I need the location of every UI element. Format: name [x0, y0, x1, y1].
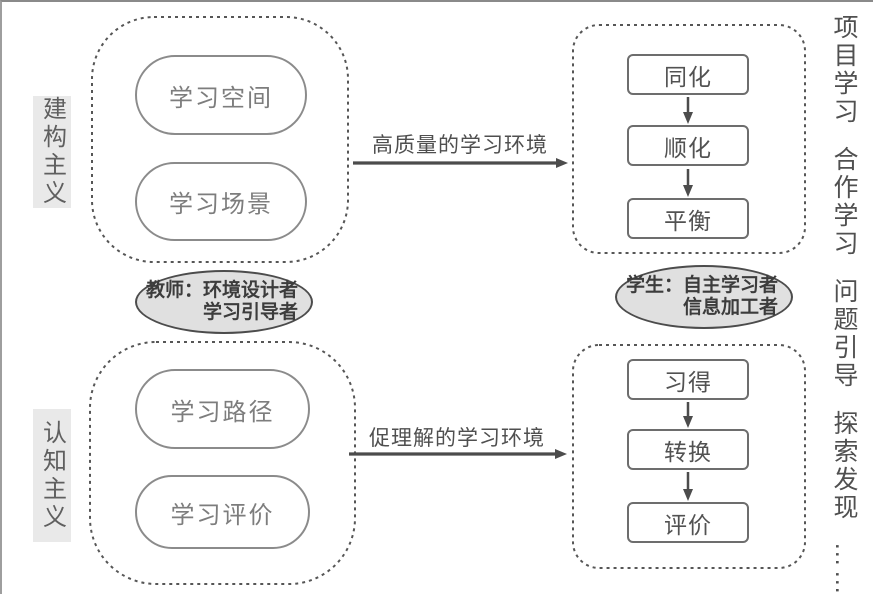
- learning-methods-sidebar: 项目学习 合作学习 问题引导 探索发现 ……: [818, 14, 870, 594]
- process-box-accommodation: 顺化: [627, 125, 749, 166]
- cognitivism-label-text: 认知主义: [38, 419, 66, 532]
- student-role-line1: 学生：自主学习者: [625, 275, 778, 296]
- process-box-assimilation: 同化: [627, 54, 749, 95]
- learning-methods-text: 项目学习 合作学习 问题引导 探索发现 ……: [830, 14, 858, 594]
- constructivism-label-text: 建构主义: [38, 96, 66, 208]
- process-box-evaluation: 评价: [627, 502, 749, 543]
- constructivism-label: 建构主义: [33, 96, 71, 208]
- student-role-ellipse: 学生：自主学习者 信息加工者: [615, 265, 793, 329]
- concept-pill-learning-evaluation: 学习评价: [135, 475, 310, 549]
- concept-pill-learning-scene: 学习场景: [135, 162, 307, 241]
- student-role-line2: 信息加工者: [682, 297, 778, 318]
- teacher-role-line2: 学习引导者: [202, 302, 298, 323]
- concept-pill-learning-space: 学习空间: [135, 55, 307, 135]
- process-box-equilibrium: 平衡: [627, 198, 749, 239]
- bottom-arrow-label: 促理解的学习环境: [369, 427, 545, 450]
- constructivism-group-container: [91, 16, 349, 263]
- concept-pill-learning-path: 学习路径: [135, 369, 310, 449]
- process-box-transformation: 转换: [627, 429, 749, 470]
- top-arrow-label: 高质量的学习环境: [372, 134, 548, 157]
- teacher-role-ellipse: 教师：环境设计者 学习引导者: [135, 270, 313, 334]
- assimilation-process-container: [572, 24, 806, 254]
- teacher-role-line1: 教师：环境设计者: [145, 280, 298, 301]
- cognitivism-label: 认知主义: [33, 409, 71, 542]
- process-box-acquisition: 习得: [627, 359, 749, 400]
